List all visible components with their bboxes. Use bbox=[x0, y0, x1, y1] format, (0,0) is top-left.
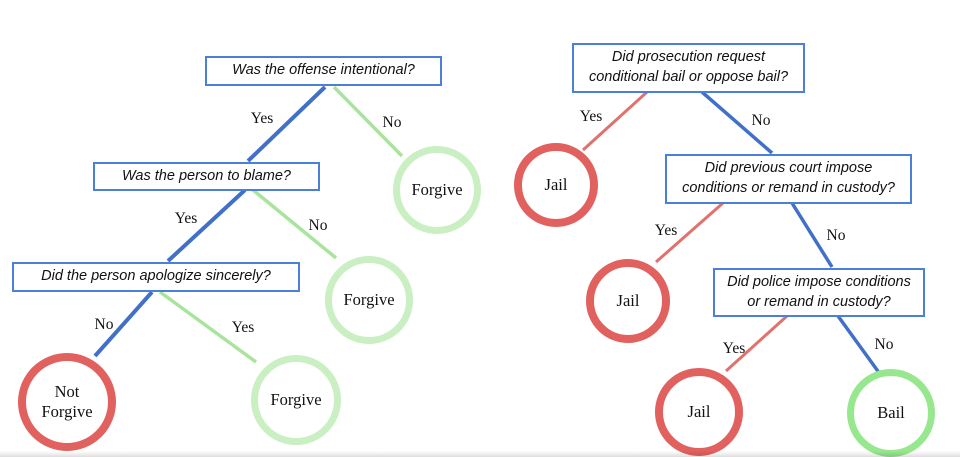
question-line: Did previous court impose bbox=[704, 160, 873, 177]
edge-label-apologize-yes: Yes bbox=[231, 319, 255, 336]
question-line: conditional bail or oppose bail? bbox=[588, 69, 789, 85]
question-box-police-conditions: Did police impose conditions or remand i… bbox=[713, 268, 925, 317]
leaf-line: Forgive bbox=[41, 402, 93, 421]
edge-line-offense-no bbox=[332, 85, 404, 158]
leaf-circle-forgive-top: Forgive bbox=[393, 146, 481, 234]
edge-line-offense-yes bbox=[246, 85, 327, 163]
edge-label-court-no: No bbox=[826, 227, 846, 244]
edge-line-police-yes bbox=[724, 314, 789, 373]
edge-label-blame-yes: Yes bbox=[174, 210, 198, 227]
leaf-circle-jail-3: Jail bbox=[655, 368, 743, 456]
leaf-circle-jail-1: Jail bbox=[514, 143, 598, 227]
edge-line-police-no bbox=[836, 314, 882, 376]
edge-line-blame-yes bbox=[166, 188, 247, 263]
edge-label-prosecution-yes: Yes bbox=[579, 108, 603, 125]
edge-label-offense-no: No bbox=[382, 114, 402, 131]
bottom-edge-shadow bbox=[0, 451, 960, 457]
question-line: Did police impose conditions bbox=[727, 273, 911, 290]
leaf-line: Not bbox=[54, 382, 80, 402]
leaf-circle-forgive-bottom: Forgive bbox=[251, 355, 341, 445]
question-line: or remand in custody? bbox=[747, 293, 891, 310]
leaf-circle-forgive-mid: Forgive bbox=[325, 256, 413, 344]
edge-line-apologize-no bbox=[93, 290, 154, 358]
leaf-circle-jail-2: Jail bbox=[586, 259, 670, 343]
question-line: conditions or remand in custody? bbox=[682, 180, 895, 196]
question-box-apologize-sincerely: Did the person apologize sincerely? bbox=[12, 262, 300, 292]
edge-line-apologize-yes bbox=[158, 290, 258, 364]
edge-line-court-yes bbox=[655, 201, 724, 264]
question-line: Did prosecution request bbox=[611, 49, 766, 66]
edge-label-court-yes: Yes bbox=[654, 222, 678, 239]
question-box-offense-intentional: Was the offense intentional? bbox=[205, 56, 442, 86]
edge-label-blame-no: No bbox=[308, 217, 328, 234]
edge-line-prosecution-no bbox=[700, 90, 774, 155]
edge-line-blame-no bbox=[251, 188, 338, 260]
edge-label-apologize-no: No bbox=[94, 316, 114, 333]
edge-label-prosecution-no: No bbox=[751, 112, 771, 129]
edge-label-police-yes: Yes bbox=[722, 340, 746, 357]
leaf-circle-bail: Bail bbox=[847, 369, 935, 457]
edge-label-offense-yes: Yes bbox=[250, 110, 274, 127]
question-box-previous-court: Did previous court impose conditions or … bbox=[665, 154, 912, 204]
edge-line-prosecution-yes bbox=[581, 90, 649, 152]
question-box-prosecution-bail: Did prosecution request conditional bail… bbox=[572, 43, 805, 93]
edge-label-police-no: No bbox=[874, 336, 894, 353]
leaf-circle-not-forgive: Not Forgive bbox=[18, 353, 116, 451]
question-box-person-to-blame: Was the person to blame? bbox=[93, 162, 320, 191]
edge-line-court-no bbox=[790, 202, 834, 268]
